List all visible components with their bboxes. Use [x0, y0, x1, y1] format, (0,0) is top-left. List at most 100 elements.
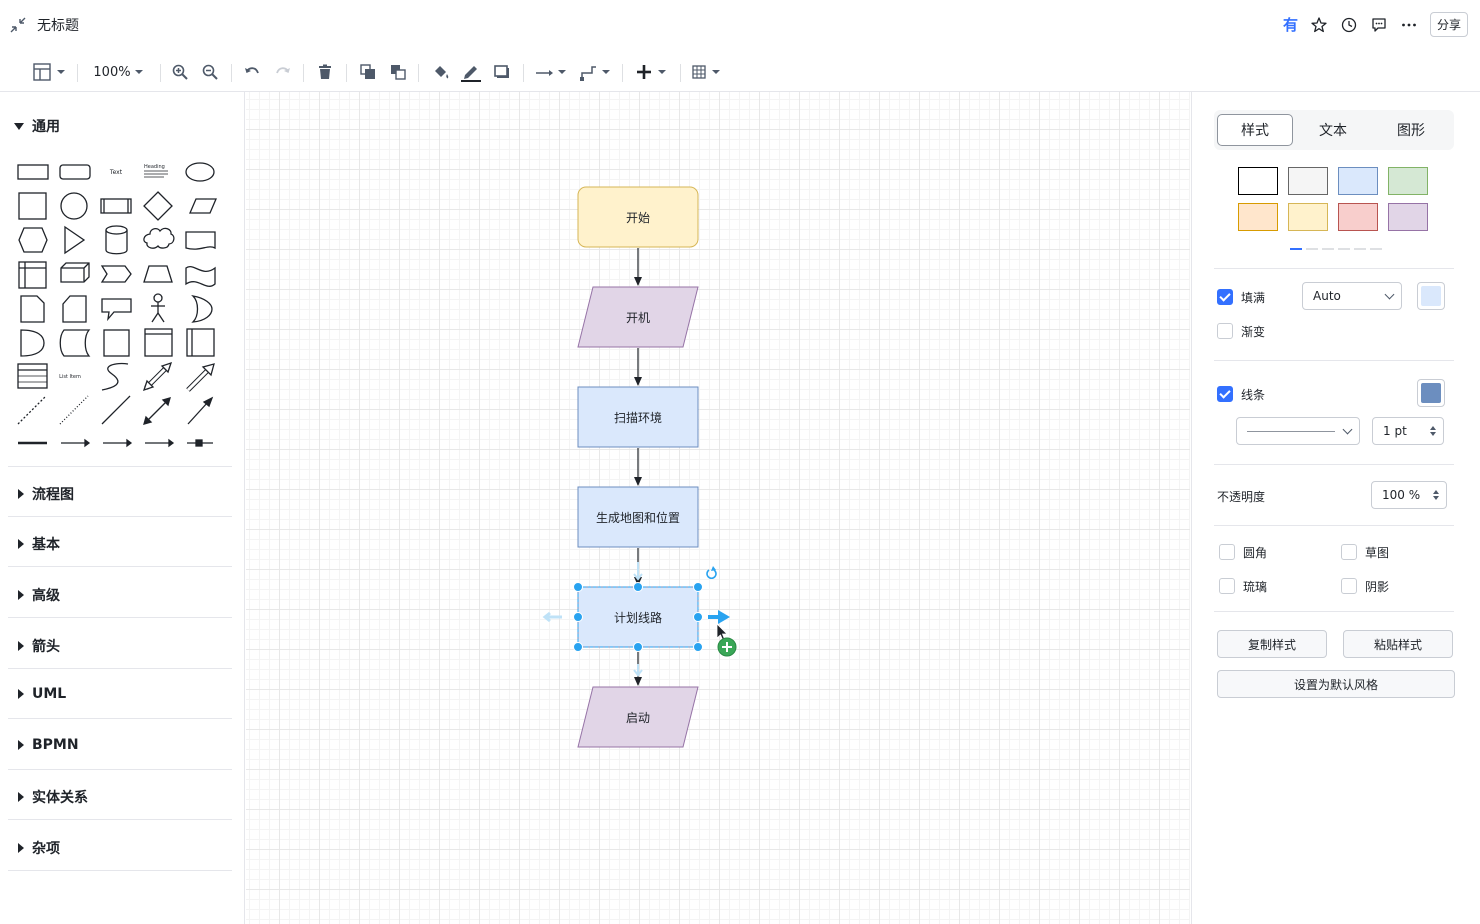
resize-handle-se[interactable]	[693, 642, 703, 652]
line-width-input[interactable]: 1 pt	[1372, 417, 1444, 445]
waypoints-button[interactable]	[578, 60, 612, 84]
node-generate-map[interactable]: 生成地图和位置	[577, 486, 699, 548]
shape-list-item[interactable]: List Item	[59, 374, 81, 380]
node-plan-route[interactable]: 计划线路	[577, 586, 699, 648]
shape-hexagon[interactable]	[18, 227, 48, 253]
paste-style-button[interactable]: 粘贴样式	[1343, 630, 1453, 658]
shape-circle[interactable]	[60, 192, 88, 220]
shape-line[interactable]	[101, 395, 131, 425]
to-back-button[interactable]	[388, 60, 408, 84]
shape-rectangle[interactable]	[17, 164, 49, 180]
style-swatch[interactable]	[1338, 167, 1378, 195]
node-launch[interactable]: 启动	[577, 686, 699, 748]
category-flowchart[interactable]: 流程图	[8, 467, 232, 517]
style-swatch[interactable]	[1288, 203, 1328, 231]
node-start[interactable]: 开始	[577, 186, 699, 248]
set-default-style-button[interactable]: 设置为默认风格	[1217, 670, 1455, 698]
shape-diamond[interactable]	[143, 191, 173, 221]
shape-directional-connector[interactable]	[187, 396, 214, 425]
style-swatch[interactable]	[1388, 167, 1428, 195]
tab-text[interactable]: 文本	[1319, 123, 1347, 139]
zoom-out-button[interactable]	[200, 60, 220, 84]
style-swatch[interactable]	[1388, 203, 1428, 231]
pager-dot[interactable]	[1354, 248, 1366, 250]
clone-arrow-left-icon[interactable]	[542, 611, 562, 623]
category-uml[interactable]: UML	[8, 669, 232, 719]
shape-list[interactable]	[17, 363, 48, 389]
fill-color-picker[interactable]	[1417, 282, 1445, 310]
shape-container[interactable]	[144, 328, 173, 357]
share-button[interactable]: 分享	[1429, 12, 1468, 37]
shape-heading[interactable]	[142, 164, 172, 180]
fill-color-button[interactable]	[431, 60, 451, 84]
spinner-icon[interactable]	[1432, 489, 1440, 501]
clone-arrow-right-icon[interactable]	[708, 610, 730, 624]
shape-step[interactable]	[100, 265, 132, 283]
node-scan-environment[interactable]: 扫描环境	[577, 386, 699, 448]
tab-style[interactable]: 样式	[1217, 114, 1293, 146]
resize-handle-s[interactable]	[633, 642, 643, 652]
shape-actor[interactable]	[151, 293, 165, 323]
category-arrows[interactable]: 箭头	[8, 619, 232, 669]
shape-link-arrow[interactable]	[61, 438, 91, 448]
shape-trapezoid[interactable]	[143, 265, 173, 283]
shape-or[interactable]	[191, 295, 213, 323]
shape-link-labels[interactable]	[145, 438, 175, 448]
shape-cube[interactable]	[60, 262, 90, 283]
category-advanced[interactable]: 高级	[8, 568, 232, 618]
category-entity-relation[interactable]: 实体关系	[8, 770, 232, 820]
to-front-button[interactable]	[358, 60, 378, 84]
shape-internal-storage[interactable]	[18, 261, 47, 289]
shape-triangle[interactable]	[64, 225, 86, 255]
delete-button[interactable]	[315, 60, 335, 84]
resize-handle-nw[interactable]	[573, 582, 583, 592]
opacity-input[interactable]: 100 %	[1371, 481, 1447, 509]
resize-handle-n[interactable]	[633, 582, 643, 592]
zoom-dropdown[interactable]: 100%	[90, 60, 148, 84]
shape-cylinder[interactable]	[105, 225, 128, 255]
copy-style-button[interactable]: 复制样式	[1217, 630, 1327, 658]
category-basic[interactable]: 基本	[8, 517, 232, 567]
clone-arrow-up-icon[interactable]	[633, 562, 643, 581]
pager-dot[interactable]	[1306, 248, 1318, 250]
clone-arrow-down-icon[interactable]	[633, 664, 643, 677]
pager-dot[interactable]	[1322, 248, 1334, 250]
layout-panel-button[interactable]	[32, 60, 68, 84]
line-color-button[interactable]	[460, 60, 482, 84]
shape-dotted-line[interactable]	[59, 395, 89, 425]
shape-callout[interactable]	[101, 298, 132, 322]
line-pattern-select[interactable]	[1236, 417, 1360, 445]
pager-dot[interactable]	[1290, 248, 1302, 250]
shape-square[interactable]	[18, 192, 47, 220]
more-icon[interactable]	[1400, 16, 1418, 34]
resize-handle-ne[interactable]	[693, 582, 703, 592]
resize-handle-w[interactable]	[573, 612, 583, 622]
shape-rounded-rectangle[interactable]	[59, 164, 91, 180]
document-title[interactable]: 无标题	[37, 18, 79, 34]
pager-dot[interactable]	[1370, 248, 1382, 250]
shape-curve[interactable]	[101, 362, 129, 391]
section-general-header[interactable]: 通用	[14, 116, 60, 136]
sketch-checkbox[interactable]	[1341, 544, 1357, 560]
style-swatch[interactable]	[1338, 203, 1378, 231]
shape-delay[interactable]	[20, 329, 45, 357]
line-color-picker[interactable]	[1417, 379, 1445, 407]
star-icon[interactable]	[1310, 16, 1328, 34]
shape-bidirectional-connector[interactable]	[143, 397, 171, 425]
zoom-in-button[interactable]	[170, 60, 190, 84]
fill-mode-select[interactable]: Auto	[1302, 282, 1402, 310]
shape-stored-data[interactable]	[59, 329, 91, 357]
tab-arrange[interactable]: 图形	[1397, 123, 1425, 139]
shape-process[interactable]	[100, 198, 132, 214]
line-checkbox[interactable]	[1217, 386, 1233, 402]
diagram-canvas[interactable]: 开始 开机 扫描环境 生成地图和位置 计划线路 启动	[246, 92, 1190, 924]
category-misc[interactable]: 杂项	[8, 821, 232, 871]
spinner-icon[interactable]	[1429, 425, 1437, 437]
resize-handle-sw[interactable]	[573, 642, 583, 652]
collapse-icon[interactable]	[9, 16, 27, 34]
gradient-checkbox[interactable]	[1217, 323, 1233, 339]
shape-parallelogram[interactable]	[189, 198, 217, 214]
glass-checkbox[interactable]	[1219, 578, 1235, 594]
shape-text[interactable]: Text	[109, 169, 123, 176]
undo-button[interactable]	[242, 60, 262, 84]
